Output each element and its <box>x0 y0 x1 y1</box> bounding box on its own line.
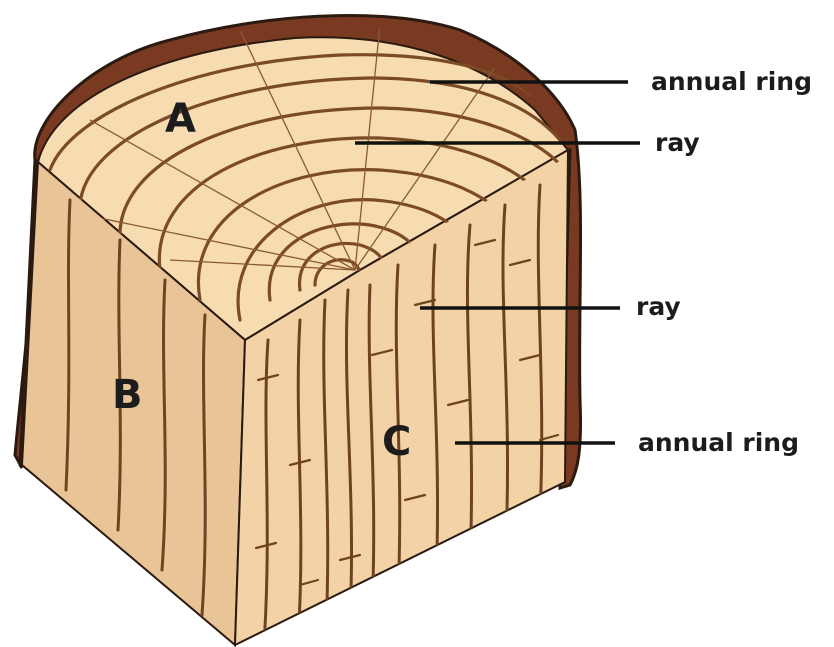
label-ray-side: ray <box>636 292 681 321</box>
face-label-b: B <box>112 372 143 418</box>
label-annual-ring-top: annual ring <box>651 67 812 96</box>
label-annual-ring-side: annual ring <box>638 428 799 457</box>
face-label-c: C <box>382 419 411 465</box>
label-ray-top: ray <box>655 128 700 157</box>
face-label-a: A <box>165 96 196 142</box>
